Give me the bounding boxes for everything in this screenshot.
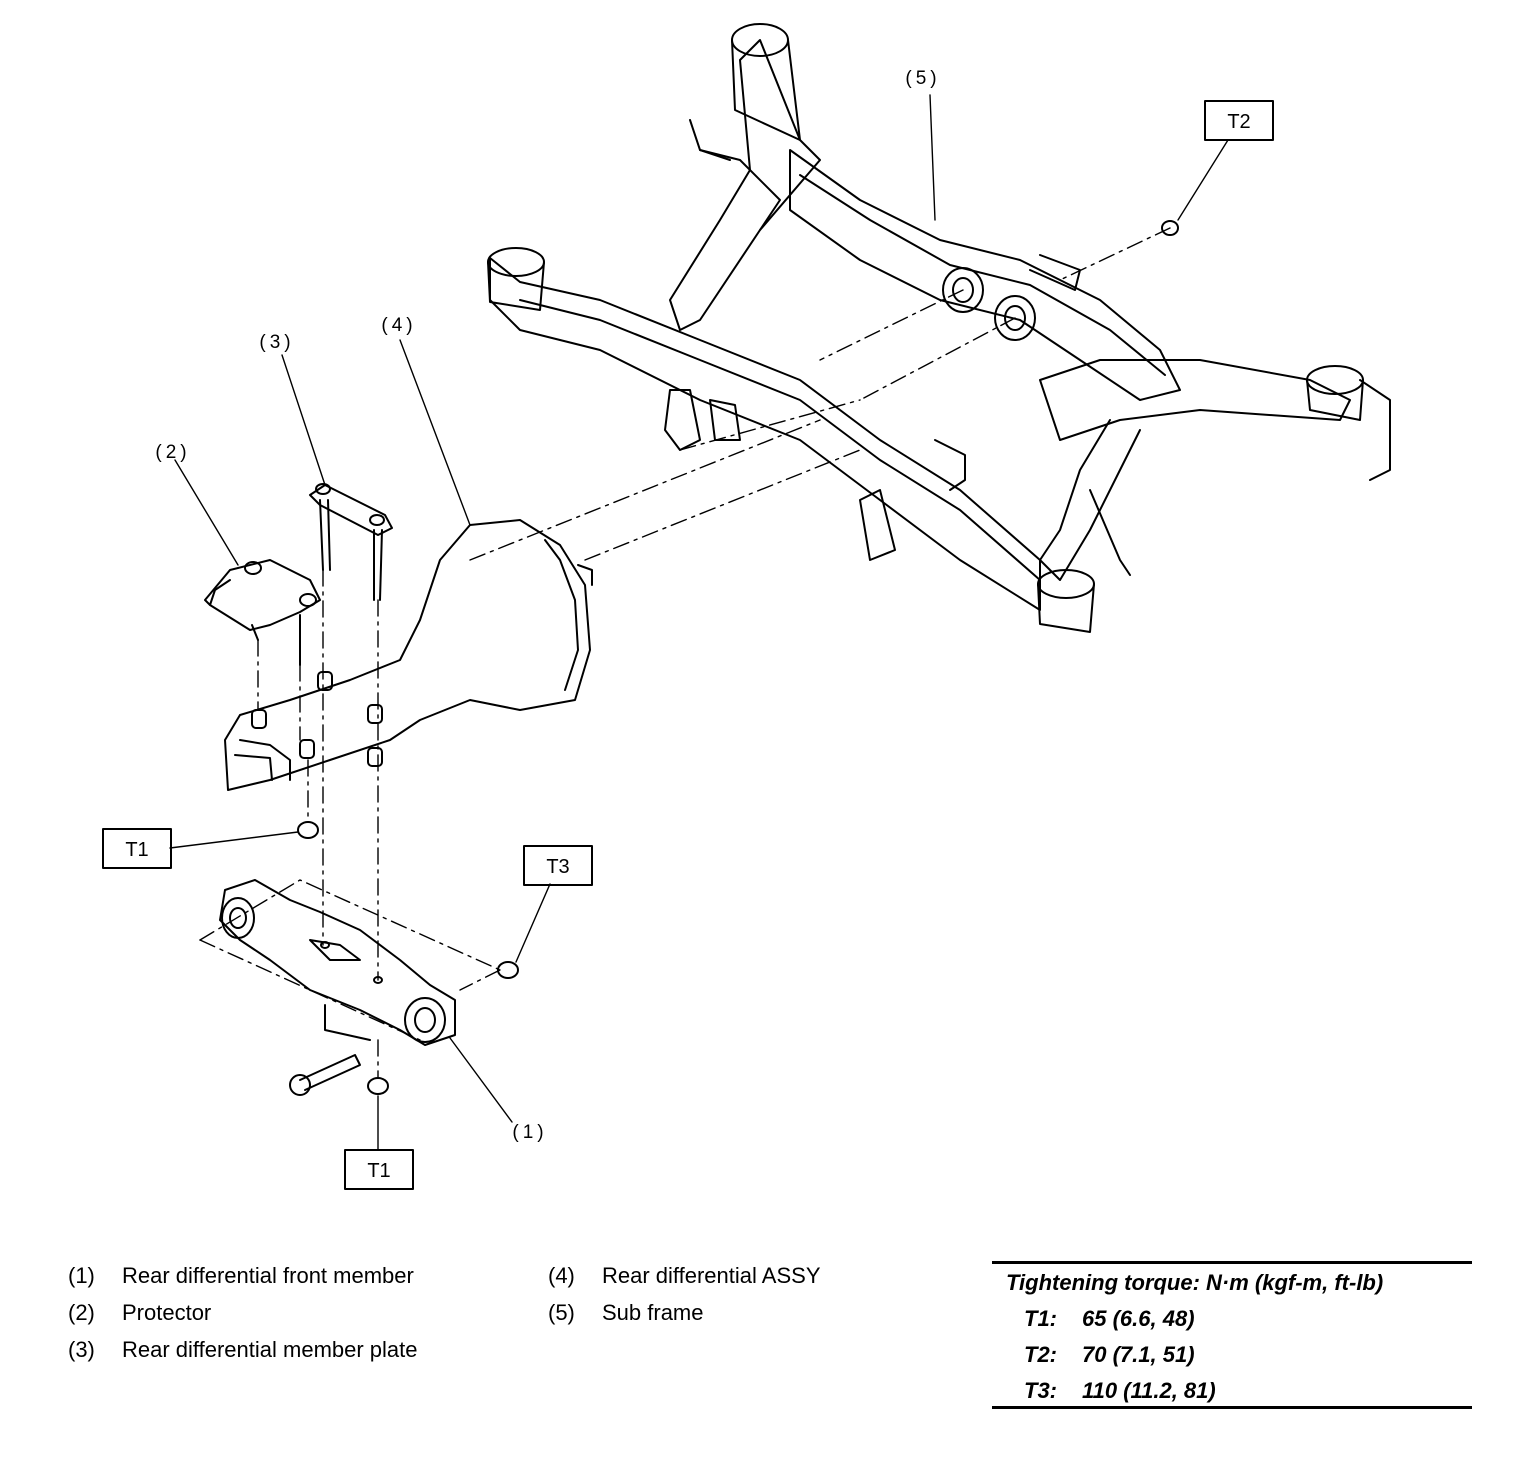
bolt-and-nuts-drawing: [289, 220, 1179, 1096]
torque-key: T3:: [1024, 1378, 1057, 1403]
legend-text: Sub frame: [602, 1300, 704, 1325]
front-member-drawing: [219, 879, 456, 1046]
legend-num: (5): [548, 1300, 575, 1325]
torque-value: 110 (11.2, 81): [1082, 1378, 1216, 1403]
torque-key: T1:: [1024, 1306, 1057, 1331]
torque-box-t3: [523, 845, 593, 886]
torque-value: 65 (6.6, 48): [1082, 1306, 1195, 1331]
callout-3: (3): [259, 332, 294, 353]
exploded-assembly-diagram: T1 T2 T3 T1 (5) (4) (3) (2) (1): [102, 23, 1391, 1190]
leader-lines: [169, 94, 1229, 1151]
legend-num: (1): [68, 1263, 95, 1288]
torque-value: 70 (7.1, 51): [1082, 1342, 1195, 1367]
torque-label-t3: T3: [546, 856, 569, 878]
protector-drawing: [204, 559, 321, 666]
torque-label-t1-bottom: T1: [367, 1160, 390, 1182]
torque-box-t2: [1204, 100, 1274, 141]
parts-legend: (1) Rear differential front member (2) P…: [68, 1263, 968, 1403]
callout-5: (5): [905, 68, 940, 89]
callout-2: (2): [155, 442, 190, 463]
tightening-torque-table: Tightening torque: N·m (kgf-m, ft-lb) T1…: [992, 1261, 1472, 1409]
torque-label-t2: T2: [1227, 111, 1250, 133]
callout-1: (1): [512, 1122, 547, 1143]
torque-table-title: Tightening torque: N·m (kgf-m, ft-lb): [1006, 1270, 1384, 1295]
member-plate-drawing: [309, 483, 393, 601]
sub-frame-drawing: [487, 23, 1391, 633]
legend-num: (3): [68, 1337, 95, 1362]
legend-text: Rear differential member plate: [122, 1337, 418, 1362]
legend-text: Rear differential ASSY: [602, 1263, 821, 1288]
alignment-lines: [199, 227, 1171, 1079]
rear-differential-drawing: [224, 519, 593, 791]
legend-text: Protector: [122, 1300, 212, 1325]
callout-4: (4): [381, 315, 416, 336]
torque-label-t1-left: T1: [125, 839, 148, 861]
legend-num: (4): [548, 1263, 575, 1288]
torque-key: T2:: [1024, 1342, 1057, 1367]
torque-box-t1-bottom: [344, 1149, 414, 1190]
legend-text: Rear differential front member: [122, 1263, 414, 1288]
torque-box-t1-left: [102, 828, 172, 869]
legend-num: (2): [68, 1300, 95, 1325]
